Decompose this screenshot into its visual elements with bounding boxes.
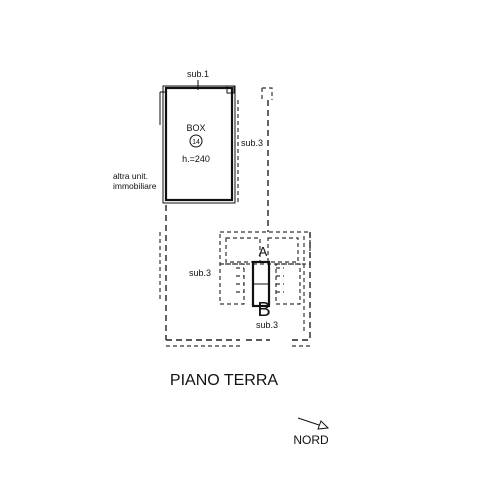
north-label: NORD [293, 433, 329, 447]
box-height-label: h.=240 [182, 154, 210, 164]
other-unit-label-line2: immobiliare [113, 181, 157, 191]
stair-block-left [219, 263, 245, 305]
box-unit [159, 80, 236, 204]
other-unit-label-line1: altra unit. [113, 171, 148, 181]
box-outline [164, 86, 234, 202]
sub1-label: sub.1 [187, 69, 209, 79]
sub3-dashed-structure [159, 87, 312, 347]
north-arrow [297, 417, 330, 430]
stair-b-label: B [257, 299, 270, 321]
stair-block-top [219, 231, 311, 265]
sub3-right-label: sub.3 [241, 138, 263, 148]
sub3-left-label: sub.3 [189, 268, 211, 278]
box-outer-wall [162, 85, 236, 204]
sub3-bottom-label: sub.3 [256, 320, 278, 330]
box-name-label: BOX [186, 123, 205, 133]
box-corner-marker [226, 85, 235, 94]
box-number-circle [189, 134, 203, 148]
stair-a-label: A [259, 244, 268, 259]
box-number-label: 14 [192, 139, 200, 146]
floor-title: PIANO TERRA [170, 372, 279, 389]
